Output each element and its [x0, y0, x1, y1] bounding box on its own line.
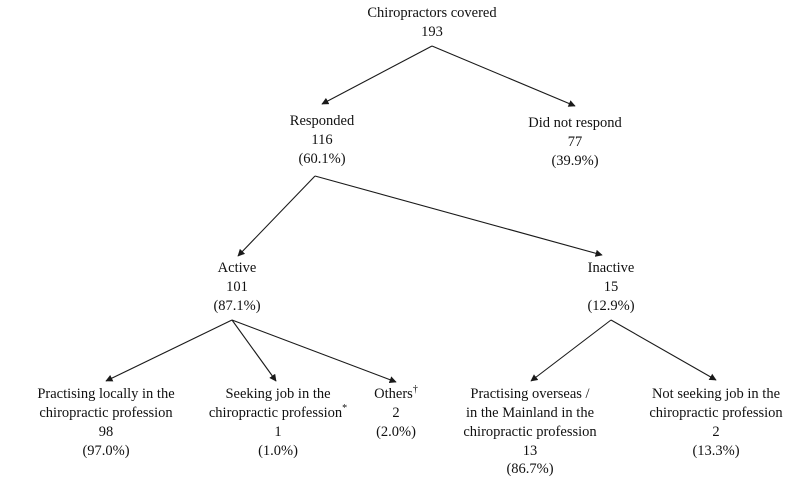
node-responded: Responded 116 (60.1%): [242, 112, 402, 169]
node-active: Active 101 (87.1%): [162, 259, 312, 316]
node-count: 13: [522, 442, 538, 459]
node-label: Did not respond: [528, 115, 622, 131]
node-percent: (60.1%): [298, 150, 346, 167]
node-percent: (12.9%): [587, 297, 635, 314]
node-percent: (13.3%): [692, 442, 740, 459]
node-percent: (39.9%): [551, 152, 599, 169]
node-label-line-1: Practising locally in the: [37, 386, 175, 402]
node-count: 116: [311, 131, 333, 148]
node-count: 2: [712, 423, 720, 440]
node-label: Chiropractors covered: [367, 5, 497, 21]
footnote-marker-dagger: †: [412, 384, 418, 396]
node-label-line-1: Others†: [336, 385, 456, 404]
node-practising-overseas: Practising overseas / in the Mainland in…: [434, 385, 626, 479]
node-others: Others† 2 (2.0%): [336, 385, 456, 442]
node-label-line-2: chiropractic profession: [39, 404, 173, 421]
node-label: Active: [217, 260, 257, 276]
edge-root-to-did-not-respond: [431, 45, 576, 107]
node-label-line-2-text: chiropractic profession: [208, 404, 343, 421]
node-percent: (1.0%): [258, 442, 298, 459]
node-count: 101: [226, 278, 248, 295]
edge-root-to-responded: [321, 45, 433, 105]
node-label: Responded: [289, 113, 355, 129]
node-label-line-2: chiropractic profession*: [182, 404, 374, 423]
node-did-not-respond: Did not respond 77 (39.9%): [495, 114, 655, 171]
node-count: 15: [603, 278, 619, 295]
node-label-line-1: Practising overseas /: [470, 386, 590, 402]
node-percent: (2.0%): [376, 423, 416, 440]
node-inactive: Inactive 15 (12.9%): [536, 259, 686, 316]
node-count: 2: [392, 404, 400, 421]
node-not-seeking-job: Not seeking job in the chiropractic prof…: [620, 385, 800, 460]
node-practising-locally: Practising locally in the chiropractic p…: [10, 385, 202, 460]
node-label-line-1: Seeking job in the: [225, 386, 331, 402]
node-label: Inactive: [587, 260, 635, 276]
edge-inactive-to-practising-overseas: [530, 319, 612, 382]
node-percent: (87.1%): [213, 297, 261, 314]
node-count: 1: [274, 423, 282, 440]
node-percent: (86.7%): [506, 461, 554, 478]
node-label-text: Others: [374, 386, 413, 402]
node-label-line-1: Not seeking job in the: [651, 386, 781, 402]
node-label-line-2: chiropractic profession: [649, 404, 783, 421]
node-count: 193: [421, 23, 443, 40]
footnote-marker-asterisk: *: [342, 403, 348, 415]
edge-responded-to-active: [237, 175, 316, 257]
edge-inactive-to-not-seeking-job: [610, 319, 717, 381]
node-seeking-job: Seeking job in the chiropractic professi…: [182, 385, 374, 460]
node-percent: (97.0%): [82, 442, 130, 459]
node-label-line-3: chiropractic profession: [463, 423, 597, 440]
edge-responded-to-inactive: [314, 175, 603, 257]
edge-active-to-seeking-job: [231, 319, 277, 382]
node-label-line-2: in the Mainland in the: [465, 404, 595, 421]
node-count: 98: [98, 423, 114, 440]
node-count: 77: [567, 133, 583, 150]
edge-active-to-others: [231, 319, 397, 384]
edge-active-to-practising-locally: [105, 319, 233, 382]
node-chiropractors-covered: Chiropractors covered 193: [332, 4, 532, 42]
